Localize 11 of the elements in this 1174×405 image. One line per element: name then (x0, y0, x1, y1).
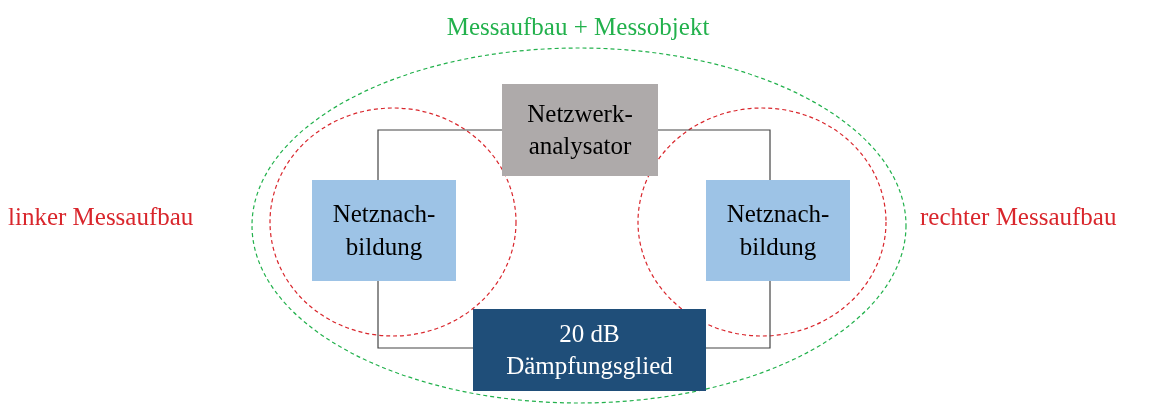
network-box: Netznach- bildung (706, 180, 850, 281)
connector-line (705, 280, 771, 349)
group-label: rechter Messaufbau (920, 203, 1117, 231)
analyzer-box: Netzwerk- analysator (502, 84, 658, 176)
attenuator-box: 20 dB Dämpfungsglied (473, 309, 706, 391)
network-box: Netznach- bildung (312, 180, 456, 281)
group-label: linker Messaufbau (8, 203, 194, 231)
connector-line (377, 129, 503, 181)
connector-line (657, 129, 771, 181)
connector-line (377, 280, 474, 349)
group-label: Messaufbau + Messobjekt (446, 13, 710, 41)
